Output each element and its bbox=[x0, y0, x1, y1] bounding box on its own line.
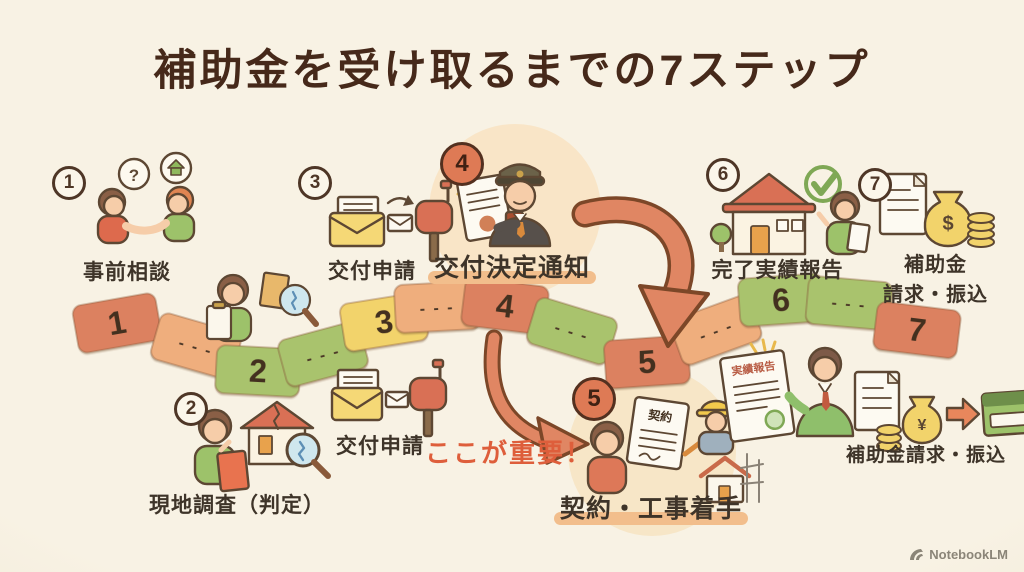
svg-text:2: 2 bbox=[248, 353, 268, 390]
path-tile-dash: - - - bbox=[393, 280, 481, 334]
path-tile-7: 7 bbox=[872, 301, 962, 359]
handshake-illustration: ? bbox=[96, 151, 196, 245]
step-label-1: 事前相談 bbox=[83, 261, 171, 284]
clipboard-icon bbox=[846, 221, 871, 254]
yen-bag-icon: ¥ bbox=[901, 395, 943, 445]
path-tile-dash: - - - bbox=[804, 275, 894, 331]
step-label-2: 現地調査（判定） bbox=[149, 494, 325, 517]
document-icon bbox=[853, 370, 901, 432]
svg-text:3: 3 bbox=[372, 303, 395, 341]
svg-text:- - -: - - - bbox=[831, 295, 867, 315]
svg-text:- - -: - - - bbox=[419, 299, 455, 318]
svg-text:6: 6 bbox=[771, 281, 791, 318]
presenter-tie bbox=[822, 392, 830, 411]
step-number-badge-7: 7 bbox=[858, 168, 892, 202]
presenter-face bbox=[811, 355, 839, 383]
clipboard-icon bbox=[205, 304, 233, 341]
person-right-body bbox=[162, 212, 196, 243]
step-label-3-duplicate: 交付申請 bbox=[336, 435, 424, 458]
step-path: 1 - - - 2 - - - 3 - - - 4 - - - bbox=[71, 272, 962, 398]
step-label-6: 完了実績報告 bbox=[711, 259, 844, 282]
transfer-arrow-icon bbox=[945, 397, 981, 431]
step-number-badge-5: 5 bbox=[572, 377, 616, 421]
magnifier-icon bbox=[285, 432, 331, 479]
money-bag-icon: $ bbox=[923, 190, 973, 248]
step-number-badge-6: 6 bbox=[706, 158, 740, 192]
surveyor-face bbox=[220, 281, 246, 307]
application-mail-illustration-top bbox=[328, 179, 454, 263]
mailbox-icon bbox=[414, 199, 454, 235]
mailbox-icon bbox=[408, 376, 448, 412]
svg-text:?: ? bbox=[129, 166, 139, 185]
step-label-7: 補助金 請求・振込 bbox=[858, 250, 1013, 310]
arrow-tile4-to-contract bbox=[483, 329, 590, 465]
step-number-badge-2: 2 bbox=[174, 392, 208, 426]
svg-text:$: $ bbox=[942, 213, 953, 235]
house-icon bbox=[167, 159, 185, 176]
client-face bbox=[593, 429, 621, 457]
step-label-4: 交付決定通知 bbox=[433, 254, 590, 282]
person-left-face bbox=[102, 194, 126, 218]
svg-text:5: 5 bbox=[637, 343, 657, 380]
bankbook-icon bbox=[980, 389, 1024, 437]
clipboard-icon bbox=[216, 449, 250, 493]
coins-icon bbox=[876, 424, 902, 452]
completed-house-icon bbox=[721, 172, 817, 256]
important-note: ここが重要！ bbox=[425, 438, 594, 468]
step-number-badge-4: 4 bbox=[440, 142, 484, 186]
site-survey-illustration bbox=[193, 400, 331, 493]
completion-report-illustration bbox=[709, 165, 871, 256]
question-bubble-icon bbox=[117, 157, 151, 191]
watermark: NotebookLM bbox=[909, 547, 1008, 562]
step-label-3: 交付申請 bbox=[328, 260, 416, 283]
svg-text:契約: 契約 bbox=[646, 407, 673, 425]
path-tile-1: 1 bbox=[71, 292, 163, 354]
coins-icon bbox=[967, 212, 995, 248]
person-left-body bbox=[96, 214, 130, 245]
report-presenter-illustration: 実績報告 bbox=[719, 338, 855, 443]
watermark-text: NotebookLM bbox=[929, 547, 1008, 562]
claim-transfer-label: 補助金請求・振込 bbox=[845, 445, 1006, 466]
person-right-face bbox=[166, 192, 190, 216]
svg-text:¥: ¥ bbox=[918, 417, 927, 434]
page-title: 補助金を受け取るまでの7ステップ bbox=[153, 47, 871, 95]
approval-officer-illustration bbox=[456, 163, 552, 248]
sparkle-icon bbox=[749, 338, 777, 354]
construction-worker bbox=[695, 399, 737, 456]
contract-document-icon: 契約 bbox=[625, 396, 690, 471]
client-body bbox=[586, 455, 628, 495]
surveyor-preview-illustration bbox=[205, 271, 319, 343]
step-number-badge-1: 1 bbox=[52, 166, 86, 200]
handshake-arms bbox=[122, 219, 170, 235]
step-number-badge-3: 3 bbox=[298, 166, 332, 200]
step-label-5: 契約・工事着手 bbox=[559, 495, 742, 523]
svg-text:7: 7 bbox=[906, 311, 928, 349]
subsidy-money-illustration: $ bbox=[878, 172, 995, 248]
surveyor-face bbox=[201, 417, 229, 445]
notebooklm-logo-icon bbox=[910, 549, 924, 560]
step-label-7-line1: 補助金 bbox=[904, 254, 967, 276]
small-envelope-icon bbox=[384, 390, 410, 409]
svg-text:1: 1 bbox=[105, 304, 129, 343]
envelope-icon bbox=[330, 386, 384, 422]
application-mail-illustration-bottom bbox=[330, 358, 448, 438]
step-label-7-line2: 請求・振込 bbox=[883, 284, 988, 306]
envelope-icon bbox=[328, 211, 386, 248]
checkmark-icon bbox=[804, 165, 842, 203]
officer-face bbox=[503, 179, 537, 213]
small-envelope-icon bbox=[386, 213, 414, 233]
reporter-face bbox=[833, 198, 857, 222]
svg-text:4: 4 bbox=[494, 287, 516, 325]
arrow-decision-to-tile5 bbox=[571, 196, 710, 348]
tree-icon bbox=[709, 222, 733, 246]
report-document-icon: 実績報告 bbox=[719, 349, 796, 443]
